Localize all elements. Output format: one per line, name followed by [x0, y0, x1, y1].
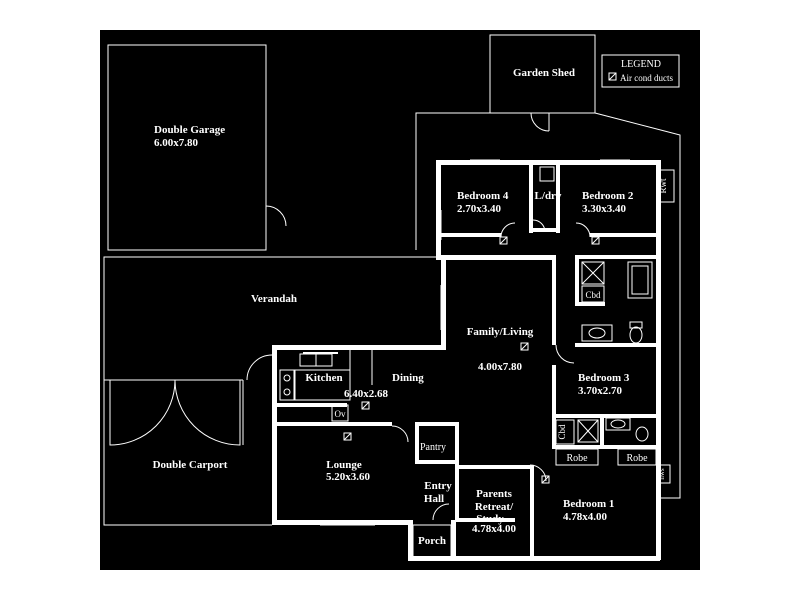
verandah-outline	[103, 256, 436, 526]
study-line3: Study	[476, 513, 504, 525]
study-size: 4.78x4.00	[472, 523, 517, 535]
garage-door-arc	[265, 205, 287, 227]
ensuite-vanity	[605, 417, 631, 431]
bedroom2-name: Bedroom 2	[582, 190, 634, 202]
toilet	[629, 321, 643, 329]
bedroom4-name: Bedroom 4	[457, 190, 509, 202]
family-living-name: Family/Living	[467, 326, 534, 338]
legend-box	[601, 54, 680, 88]
air-cond-ducts	[343, 236, 600, 484]
ensuite-cbd-box	[555, 419, 575, 445]
legend-item: Air cond ducts	[620, 73, 673, 83]
oven-label: Ov	[335, 409, 346, 419]
bedroom2-size: 3.30x3.40	[582, 203, 627, 215]
rwt-label: Rwt	[658, 178, 668, 194]
garage-size: 6.00x7.80	[154, 137, 199, 149]
robe1-label: Robe	[566, 453, 588, 464]
rwt-box	[657, 169, 675, 203]
laundry-trough	[539, 166, 555, 182]
porch-outline	[412, 524, 452, 561]
carport-name: Double Carport	[153, 459, 228, 471]
hws-box	[657, 464, 671, 484]
kitchen-name: Kitchen	[305, 372, 342, 384]
entry-hall-line1: Entry	[424, 480, 452, 492]
verandah-name: Verandah	[251, 293, 297, 305]
ensuite-shower	[577, 419, 599, 443]
garden-shed-outline	[489, 34, 596, 114]
robe2-box	[617, 448, 657, 466]
vanity	[581, 324, 613, 342]
hws-label: hws	[658, 468, 666, 480]
entry-hall-line2: Hall	[424, 493, 444, 505]
garden-shed-name: Garden Shed	[513, 67, 575, 79]
ensuite-cbd-label: Cbd	[557, 424, 567, 440]
porch-name: Porch	[418, 535, 446, 547]
shed-door-arc	[530, 112, 550, 132]
laundry-name: L/dry	[535, 190, 562, 202]
plan-background	[100, 30, 700, 570]
robe1-box	[555, 448, 599, 466]
oven-box	[331, 404, 349, 422]
kitchen-cooktop	[279, 369, 295, 401]
carport-gate-right	[174, 379, 241, 446]
bedroom1-size: 4.78x4.00	[563, 511, 608, 523]
legend-title: LEGEND	[621, 59, 661, 70]
kitchen-bench	[294, 369, 351, 401]
carport-gate-left	[109, 379, 176, 446]
dining-size: 6.40x2.68	[344, 388, 389, 400]
bedroom3-size: 3.70x2.70	[578, 385, 623, 397]
shower	[581, 261, 605, 285]
study-line2: Retreat/	[475, 501, 514, 513]
garage-name: Double Garage	[154, 124, 225, 136]
dining-name: Dining	[392, 372, 424, 384]
lounge-size: 5.20x3.60	[326, 471, 371, 483]
pantry-name: Pantry	[420, 442, 446, 453]
bedroom4-size: 2.70x3.40	[457, 203, 502, 215]
bathtub	[627, 261, 653, 299]
bath-cbd-box	[581, 285, 605, 303]
study-line1: Parents	[476, 488, 513, 500]
bedroom1-name: Bedroom 1	[563, 498, 614, 510]
family-living-size: 4.00x7.80	[478, 361, 523, 373]
robe2-label: Robe	[626, 453, 648, 464]
bedroom3-name: Bedroom 3	[578, 372, 630, 384]
legend-duct-icon	[608, 72, 617, 81]
bath-cbd-label: Cbd	[585, 290, 601, 300]
lounge-name: Lounge	[326, 459, 362, 471]
garage-outline	[107, 44, 267, 251]
